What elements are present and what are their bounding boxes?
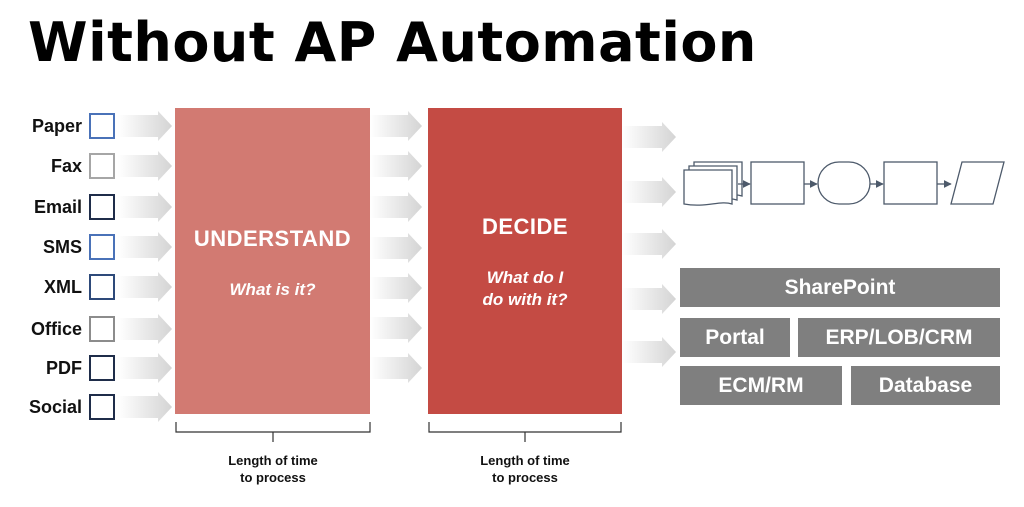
source-box-fax: [89, 153, 115, 179]
process-box-2: [883, 161, 938, 205]
mid-arrow-7: [370, 353, 422, 383]
output-arrow-2: [622, 177, 676, 207]
mid-arrow-3: [370, 192, 422, 222]
mid-arrow-1: [370, 111, 422, 141]
output-arrow-1: [622, 122, 676, 152]
erp-lob-crm-box: ERP/LOB/CRM: [798, 318, 1000, 357]
understand-title: UNDERSTAND: [193, 226, 352, 251]
source-arrows: [118, 111, 172, 422]
data-parallelogram: [950, 161, 1005, 205]
source-box-office: [89, 316, 115, 342]
source-arrow-5: [118, 272, 172, 302]
mid-arrow-2: [370, 151, 422, 181]
source-label-paper: Paper: [31, 116, 82, 136]
source-arrow-7: [118, 353, 172, 383]
source-box-xml: [89, 274, 115, 300]
ecm-rm-box: ECM/RM: [680, 366, 842, 405]
decide-question-line1: What do I: [486, 268, 564, 287]
source-label-xml: XML: [44, 277, 82, 297]
decide-title: DECIDE: [481, 214, 569, 239]
process-flowchart: [683, 161, 1005, 206]
source-label-fax: Fax: [50, 156, 82, 176]
database-box: Database: [851, 366, 1000, 405]
terminator-shape: [817, 161, 871, 205]
page-title: Without AP Automation: [28, 11, 757, 74]
source-label-sms: SMS: [42, 237, 82, 257]
source-label-office: Office: [30, 319, 82, 339]
time-caption-1-line2: to process: [240, 470, 306, 485]
time-caption-2-line2: to process: [492, 470, 558, 485]
source-arrow-8: [118, 392, 172, 422]
source-box-email: [89, 194, 115, 220]
mid-arrow-5: [370, 273, 422, 303]
source-label-social: Social: [28, 397, 82, 417]
mid-arrow-6: [370, 313, 422, 343]
source-box-sms: [89, 234, 115, 260]
decide-question-line2: do with it?: [482, 290, 568, 309]
decide-stage: DECIDE What do I do with it?: [428, 108, 622, 414]
source-arrow-3: [118, 192, 172, 222]
understand-stage: UNDERSTAND What is it?: [175, 108, 370, 414]
output-arrows: [622, 122, 676, 367]
source-arrow-1: [118, 111, 172, 141]
sharepoint-box: SharePoint: [680, 268, 1000, 307]
output-arrow-3: [622, 229, 676, 259]
time-bracket-2: [428, 422, 622, 442]
source-arrow-2: [118, 151, 172, 181]
understand-question: What is it?: [229, 280, 316, 299]
mid-arrow-4: [370, 233, 422, 263]
time-bracket-1: [175, 422, 371, 442]
portal-box: Portal: [680, 318, 790, 357]
source-label-pdf: PDF: [46, 358, 82, 378]
output-arrow-4: [622, 284, 676, 314]
output-arrow-5: [622, 337, 676, 367]
time-caption-1: Length of time to process: [190, 452, 356, 486]
mid-arrows: [370, 111, 422, 383]
source-arrow-4: [118, 232, 172, 262]
source-label-email: Email: [33, 197, 82, 217]
time-caption-2-line1: Length of time: [480, 453, 570, 468]
source-box-paper: [89, 113, 115, 139]
time-caption-1-line1: Length of time: [228, 453, 318, 468]
source-arrow-6: [118, 314, 172, 344]
time-caption-2: Length of time to process: [442, 452, 608, 486]
source-box-pdf: [89, 355, 115, 381]
process-box-1: [750, 161, 805, 205]
documents-icon: [683, 161, 743, 206]
source-box-social: [89, 394, 115, 420]
